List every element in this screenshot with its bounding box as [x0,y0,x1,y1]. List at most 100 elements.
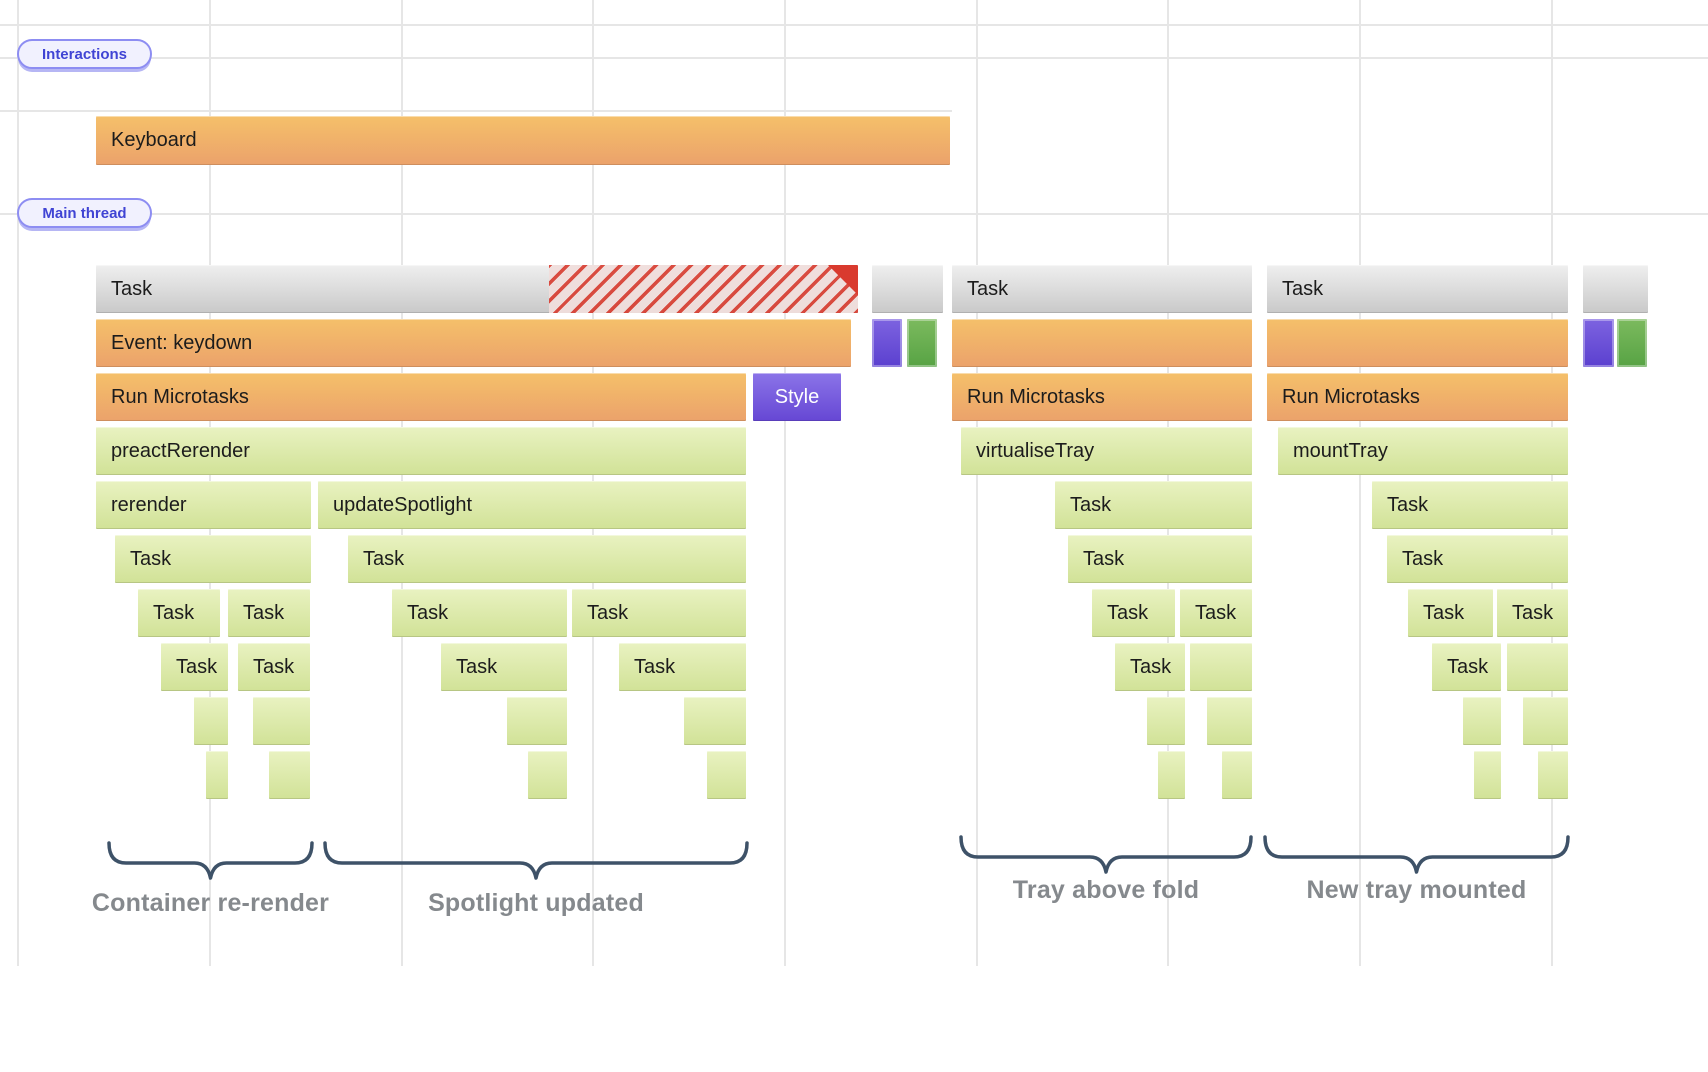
flame-bar-task[interactable]: Task [1092,589,1175,637]
flame-bar-label: Task [1402,547,1444,570]
flame-bar-task[interactable]: Task [1432,643,1501,691]
track-pill-main-thread[interactable]: Main thread [17,198,152,228]
flame-bar-label: Task [967,277,1009,300]
flame-bar-label: Task [1512,601,1554,624]
gridline-horizontal [0,110,952,112]
flame-bar-mounttray[interactable]: mountTray [1278,427,1568,475]
flame-bar-style[interactable]: Style [753,373,841,421]
flame-bar-task[interactable]: Task [96,265,858,313]
flame-bar-task[interactable]: Task [1387,535,1568,583]
flame-bar-orange[interactable] [1267,319,1568,367]
flame-bar-task[interactable]: Task [1408,589,1493,637]
flame-bar-label: Task [243,601,285,624]
flame-bar-task[interactable]: Task [115,535,311,583]
flame-bar-label: Task [407,601,449,624]
flame-bar-task[interactable]: Task [572,589,746,637]
flame-bar-green[interactable] [1190,643,1252,691]
gridline-horizontal [0,57,1708,59]
flame-bar-green[interactable] [1474,751,1501,799]
flame-bar-task[interactable]: Task [238,643,310,691]
flame-bar-task[interactable]: Task [619,643,746,691]
long-task-hatch-overlay [549,265,858,313]
annotation-label-container-re-render: Container re-render [91,889,330,917]
flame-bar-green[interactable] [269,751,310,799]
flame-bar-label: Task [111,277,153,300]
flame-bar-task[interactable]: Task [161,643,228,691]
flame-bar-frag-green[interactable] [1617,319,1647,367]
flame-bar-green[interactable] [684,697,746,745]
flame-bar-label: Run Microtasks [1282,385,1420,408]
flame-bar-run-microtasks[interactable]: Run Microtasks [952,373,1252,421]
annotation-brace [1263,835,1570,874]
flame-bar-gray[interactable] [1583,265,1648,313]
flame-bar-green[interactable] [1507,643,1568,691]
flame-bar-green[interactable] [206,751,228,799]
flame-bar-task[interactable]: Task [1180,589,1252,637]
flame-bar-green[interactable] [253,697,310,745]
flame-bar-frag-green[interactable] [907,319,937,367]
track-pill-interactions[interactable]: Interactions [17,39,152,69]
flame-bar-label: Task [634,655,676,678]
flame-bar-task[interactable]: Task [1267,265,1568,313]
annotation-brace [959,835,1253,874]
flame-bar-task[interactable]: Task [348,535,746,583]
flame-bar-green[interactable] [1158,751,1185,799]
flame-bar-label: Task [1083,547,1125,570]
flame-bar-green[interactable] [507,697,567,745]
flame-bar-task[interactable]: Task [441,643,567,691]
flame-bar-task[interactable]: Task [1372,481,1568,529]
flame-bar-label: Task [130,547,172,570]
flame-bar-gray[interactable] [872,265,943,313]
flame-bar-label: Run Microtasks [967,385,1105,408]
flame-bar-frag-purple[interactable] [1583,319,1614,367]
flame-bar-label: Task [1282,277,1324,300]
flame-bar-label: Task [1070,493,1112,516]
flame-bar-label: Task [253,655,295,678]
flame-bar-green[interactable] [1463,697,1501,745]
annotation-label-new-tray-mounted: New tray mounted [1306,876,1527,904]
flame-bar-green[interactable] [707,751,746,799]
flame-bar-green[interactable] [1222,751,1252,799]
flame-bar-green[interactable] [194,697,228,745]
flame-bar-virtualisetray[interactable]: virtualiseTray [961,427,1252,475]
flame-bar-frag-purple[interactable] [872,319,902,367]
flame-bar-task[interactable]: Task [392,589,567,637]
flame-bar-green[interactable] [1207,697,1252,745]
flame-bar-green[interactable] [528,751,567,799]
annotation-label-tray-above-fold: Tray above fold [1012,876,1200,904]
flame-bar-task[interactable]: Task [228,589,310,637]
flame-bar-label: Task [153,601,195,624]
gridline-vertical [784,0,786,966]
flame-bar-label: Task [363,547,405,570]
flame-bar-label: Task [1195,601,1237,624]
flame-bar-green[interactable] [1523,697,1568,745]
flame-bar-task[interactable]: Task [952,265,1252,313]
flame-bar-label: Style [774,385,820,408]
flame-bar-label: virtualiseTray [976,439,1095,462]
flame-bar-updatespotlight[interactable]: updateSpotlight [318,481,746,529]
flame-bar-task[interactable]: Task [1115,643,1185,691]
flame-bar-orange[interactable] [952,319,1252,367]
flame-bar-label: Task [587,601,629,624]
flame-bar-label: rerender [111,493,187,516]
flame-bar-rerender[interactable]: rerender [96,481,311,529]
flame-bar-label: Task [1107,601,1149,624]
annotation-brace [107,841,314,880]
flame-bar-preactrerender[interactable]: preactRerender [96,427,746,475]
track-pill-main-thread-label: Main thread [42,204,127,222]
flame-bar-task[interactable]: Task [138,589,220,637]
flame-bar-event-keydown[interactable]: Event: keydown [96,319,851,367]
flame-bar-run-microtasks[interactable]: Run Microtasks [96,373,746,421]
flame-bar-task[interactable]: Task [1497,589,1568,637]
flame-bar-green[interactable] [1538,751,1568,799]
gridline-horizontal [0,24,1708,26]
flame-bar-task[interactable]: Task [1055,481,1252,529]
flame-bar-task[interactable]: Task [1068,535,1252,583]
flame-bar-label: mountTray [1293,439,1388,462]
flame-bar-green[interactable] [1147,697,1185,745]
flame-bar-run-microtasks[interactable]: Run Microtasks [1267,373,1568,421]
flame-bar-label: Task [1130,655,1172,678]
flame-bar-label: updateSpotlight [333,493,473,516]
flame-bar-keyboard[interactable]: Keyboard [96,116,950,165]
